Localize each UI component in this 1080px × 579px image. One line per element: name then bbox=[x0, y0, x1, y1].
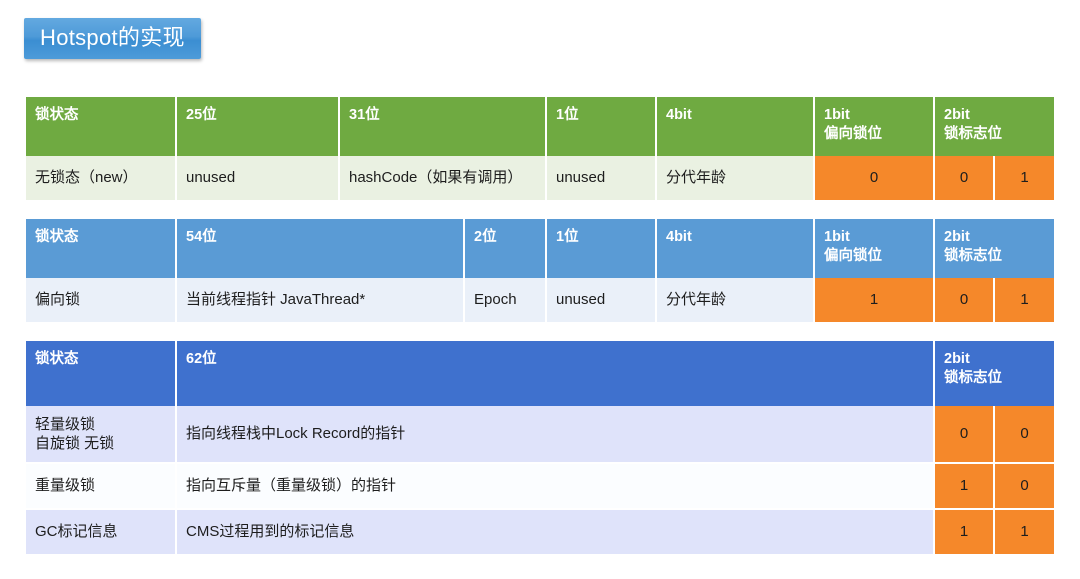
header-lock-flag-bits: 2bit 锁标志位 bbox=[934, 97, 1054, 156]
header-line-2: 锁标志位 bbox=[944, 370, 1002, 387]
cell-lock-state: 无锁态（new） bbox=[26, 156, 177, 200]
header-1bit-unused: 1位 bbox=[546, 97, 657, 156]
table-header-row: 锁状态 62位 2bit 锁标志位 bbox=[26, 341, 1054, 406]
cell-lock-state: 轻量级锁 自旋锁 无锁 bbox=[26, 406, 177, 464]
header-lock-state: 锁状态 bbox=[26, 219, 177, 278]
cell-lock-bit-2: 0 bbox=[994, 463, 1054, 510]
cell-epoch: Epoch bbox=[464, 278, 547, 322]
header-line-2: 锁标志位 bbox=[944, 248, 1002, 265]
cell-25bit: unused bbox=[176, 156, 340, 200]
header-1bit-unused: 1位 bbox=[546, 219, 657, 278]
header-4bit-age: 4bit bbox=[656, 219, 815, 278]
header-line-1: 4bit bbox=[666, 107, 692, 123]
header-line-1: 31位 bbox=[349, 107, 380, 123]
cell-lock-bit-1: 1 bbox=[934, 509, 995, 556]
header-line-2: 锁标志位 bbox=[944, 126, 1002, 143]
header-line-1: 4bit bbox=[666, 229, 692, 245]
cell-54bit: 当前线程指针 JavaThread* bbox=[176, 278, 465, 322]
header-line-1: 2位 bbox=[474, 229, 497, 245]
header-lock-flag-bits: 2bit 锁标志位 bbox=[934, 219, 1054, 278]
cell-31bit: hashCode（如果有调用） bbox=[339, 156, 547, 200]
header-line-1: 1位 bbox=[556, 229, 579, 245]
cell-lock-bit-1: 0 bbox=[934, 406, 995, 464]
cell-bias-bit: 1 bbox=[814, 278, 935, 322]
header-line-2: 偏向锁位 bbox=[824, 248, 882, 265]
header-bias-bit: 1bit 偏向锁位 bbox=[814, 97, 935, 156]
header-25bit: 25位 bbox=[176, 97, 340, 156]
table-row: GC标记信息 CMS过程用到的标记信息 1 1 bbox=[26, 509, 1054, 556]
no-lock-table: 锁状态 25位 31位 1位 4bit 1bit 偏向锁位 2bit 锁标志位 … bbox=[26, 97, 1054, 200]
cell-4bit-age: 分代年龄 bbox=[656, 156, 815, 200]
cell-lock-bit-1: 0 bbox=[934, 156, 995, 200]
cell-description: CMS过程用到的标记信息 bbox=[176, 509, 935, 556]
header-line-1: 1bit bbox=[824, 107, 850, 123]
cell-lock-bit-2: 0 bbox=[994, 406, 1054, 464]
cell-state-line-2: 自旋锁 无锁 bbox=[35, 435, 115, 452]
cell-1bit: unused bbox=[546, 156, 657, 200]
cell-lock-state: 偏向锁 bbox=[26, 278, 177, 322]
header-line-2: 偏向锁位 bbox=[824, 126, 882, 143]
header-line-1: 54位 bbox=[186, 229, 217, 245]
slide-title-container: Hotspot的实现 bbox=[24, 18, 201, 60]
biased-lock-table: 锁状态 54位 2位 1位 4bit 1bit 偏向锁位 2bit 锁标志位 偏… bbox=[26, 219, 1054, 322]
header-line-1: 2bit bbox=[944, 351, 970, 367]
cell-bias-bit: 0 bbox=[814, 156, 935, 200]
table-row: 重量级锁 指向互斥量（重量级锁）的指针 1 0 bbox=[26, 463, 1054, 510]
cell-lock-state: 重量级锁 bbox=[26, 463, 177, 510]
table-header-row: 锁状态 54位 2位 1位 4bit 1bit 偏向锁位 2bit 锁标志位 bbox=[26, 219, 1054, 278]
cell-description: 指向互斥量（重量级锁）的指针 bbox=[176, 463, 935, 510]
cell-lock-bit-2: 1 bbox=[994, 156, 1054, 200]
header-line-1: 锁状态 bbox=[35, 229, 79, 245]
cell-4bit-age: 分代年龄 bbox=[656, 278, 815, 322]
header-line-1: 2bit bbox=[944, 107, 970, 123]
header-line-1: 62位 bbox=[186, 351, 217, 367]
header-line-1: 1bit bbox=[824, 229, 850, 245]
header-line-1: 2bit bbox=[944, 229, 970, 245]
header-line-1: 锁状态 bbox=[35, 107, 79, 123]
table-row: 轻量级锁 自旋锁 无锁 指向线程栈中Lock Record的指针 0 0 bbox=[26, 406, 1054, 464]
cell-lock-bit-1: 1 bbox=[934, 463, 995, 510]
lightweight-lock-table: 锁状态 62位 2bit 锁标志位 轻量级锁 自旋锁 无锁 指向线程栈中Lock… bbox=[26, 341, 1054, 556]
header-31bit: 31位 bbox=[339, 97, 547, 156]
header-lock-flag-bits: 2bit 锁标志位 bbox=[934, 341, 1054, 406]
header-4bit-age: 4bit bbox=[656, 97, 815, 156]
cell-lock-bit-1: 0 bbox=[934, 278, 995, 322]
header-bias-bit: 1bit 偏向锁位 bbox=[814, 219, 935, 278]
cell-lock-state: GC标记信息 bbox=[26, 509, 177, 556]
header-54bit: 54位 bbox=[176, 219, 465, 278]
cell-state-line-1: 轻量级锁 bbox=[35, 415, 96, 433]
header-lock-state: 锁状态 bbox=[26, 341, 177, 406]
cell-description: 指向线程栈中Lock Record的指针 bbox=[176, 406, 935, 464]
header-line-1: 25位 bbox=[186, 107, 217, 123]
header-2bit-epoch: 2位 bbox=[464, 219, 547, 278]
table-row: 偏向锁 当前线程指针 JavaThread* Epoch unused 分代年龄… bbox=[26, 278, 1054, 322]
cell-1bit: unused bbox=[546, 278, 657, 322]
header-62bit: 62位 bbox=[176, 341, 935, 406]
header-line-1: 1位 bbox=[556, 107, 579, 123]
header-lock-state: 锁状态 bbox=[26, 97, 177, 156]
cell-lock-bit-2: 1 bbox=[994, 509, 1054, 556]
header-line-1: 锁状态 bbox=[35, 351, 79, 367]
page-title: Hotspot的实现 bbox=[24, 18, 201, 60]
table-header-row: 锁状态 25位 31位 1位 4bit 1bit 偏向锁位 2bit 锁标志位 bbox=[26, 97, 1054, 156]
cell-lock-bit-2: 1 bbox=[994, 278, 1054, 322]
table-row: 无锁态（new） unused hashCode（如果有调用） unused 分… bbox=[26, 156, 1054, 200]
